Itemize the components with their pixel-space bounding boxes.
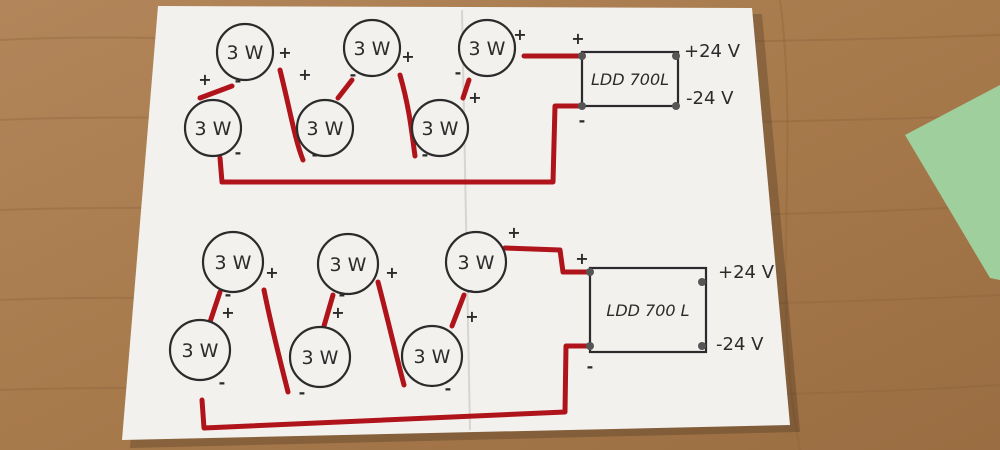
led-driver-box bbox=[588, 266, 708, 354]
driver-model-label: LDD 700L bbox=[591, 70, 669, 89]
driver-terminal-dot bbox=[578, 52, 586, 60]
led-minus-terminal-label: - bbox=[422, 145, 429, 164]
wire-segment bbox=[335, 77, 355, 101]
led-circle bbox=[183, 98, 243, 158]
led-minus-terminal-label: - bbox=[225, 285, 232, 304]
led-driver-box bbox=[580, 50, 680, 108]
led-plus-terminal-label: + bbox=[468, 88, 481, 107]
led-minus-terminal-label: - bbox=[299, 383, 306, 402]
led-plus-terminal-label: + bbox=[221, 303, 234, 322]
led-wattage-label: 3 W bbox=[414, 346, 451, 368]
led-circle bbox=[410, 98, 470, 158]
wire-segment bbox=[460, 77, 472, 101]
driver-terminal-dot bbox=[672, 102, 680, 110]
led-wattage-label: 3 W bbox=[354, 38, 391, 60]
led-minus-terminal-label: - bbox=[339, 285, 346, 304]
led-circle bbox=[295, 98, 355, 158]
wire-segment bbox=[217, 103, 585, 185]
led-wattage-label: 3 W bbox=[302, 347, 339, 369]
led-wattage-label: 3 W bbox=[195, 118, 232, 140]
led-circle bbox=[168, 318, 232, 382]
led-wattage-label: 3 W bbox=[330, 254, 367, 276]
led-minus-terminal-label: - bbox=[455, 63, 462, 82]
driver-terminal-dot bbox=[698, 342, 706, 350]
supply-plus-label: +24 V bbox=[718, 262, 775, 283]
led-wattage-label: 3 W bbox=[422, 118, 459, 140]
led-circle bbox=[201, 230, 265, 294]
wire-segment bbox=[207, 289, 223, 325]
driver-input-plus-label: + bbox=[571, 29, 584, 48]
led-minus-terminal-label: - bbox=[445, 379, 452, 398]
led-circle bbox=[288, 325, 352, 389]
led-circle bbox=[400, 324, 464, 388]
wire-segment bbox=[397, 72, 418, 159]
green-sticky-note bbox=[905, 85, 1000, 280]
driver-terminal-dot bbox=[698, 278, 706, 286]
led-minus-terminal-label: - bbox=[235, 143, 242, 162]
led-minus-terminal-label: - bbox=[235, 71, 242, 90]
wire-segment bbox=[261, 287, 291, 395]
led-wattage-label: 3 W bbox=[307, 118, 344, 140]
driver-terminal-dot bbox=[672, 52, 680, 60]
led-wattage-label: 3 W bbox=[227, 42, 264, 64]
led-plus-terminal-label: + bbox=[198, 70, 211, 89]
led-wattage-label: 3 W bbox=[458, 252, 495, 274]
driver-terminal-dot bbox=[586, 268, 594, 276]
led-circle bbox=[316, 232, 380, 296]
wire-segment bbox=[197, 83, 235, 101]
wire-segment bbox=[502, 245, 593, 275]
wire-segment bbox=[449, 292, 467, 329]
supply-minus-label: -24 V bbox=[686, 88, 734, 109]
driver-input-plus-label: + bbox=[575, 249, 588, 268]
supply-plus-label: +24 V bbox=[684, 41, 741, 62]
led-plus-terminal-label: + bbox=[278, 43, 291, 62]
wire-segment bbox=[321, 292, 336, 329]
driver-model-label: LDD 700 L bbox=[606, 301, 689, 320]
led-wattage-label: 3 W bbox=[469, 38, 506, 60]
led-circle bbox=[342, 18, 402, 78]
led-circle bbox=[215, 22, 275, 82]
driver-input-minus-label: - bbox=[579, 111, 586, 130]
led-circle bbox=[457, 18, 517, 78]
led-minus-terminal-label: - bbox=[467, 281, 474, 300]
led-plus-terminal-label: + bbox=[385, 263, 398, 282]
driver-terminal-dot bbox=[578, 102, 586, 110]
led-plus-terminal-label: + bbox=[331, 303, 344, 322]
led-wattage-label: 3 W bbox=[182, 340, 219, 362]
wire-segment bbox=[277, 67, 306, 163]
led-plus-terminal-label: + bbox=[298, 65, 311, 84]
led-circle bbox=[444, 230, 508, 294]
led-plus-terminal-label: + bbox=[465, 307, 478, 326]
led-plus-terminal-label: + bbox=[265, 263, 278, 282]
led-minus-terminal-label: - bbox=[312, 145, 319, 164]
wire-segment bbox=[199, 343, 593, 431]
paper-fold bbox=[461, 9, 471, 431]
led-plus-terminal-label: + bbox=[513, 25, 526, 44]
led-wattage-label: 3 W bbox=[215, 252, 252, 274]
led-plus-terminal-label: + bbox=[507, 223, 520, 242]
led-minus-terminal-label: - bbox=[219, 373, 226, 392]
driver-input-minus-label: - bbox=[587, 357, 594, 376]
driver-terminal-dot bbox=[586, 342, 594, 350]
wire-segment bbox=[375, 279, 407, 388]
led-minus-terminal-label: - bbox=[350, 65, 357, 84]
led-plus-terminal-label: + bbox=[401, 47, 414, 66]
supply-minus-label: -24 V bbox=[716, 334, 764, 355]
